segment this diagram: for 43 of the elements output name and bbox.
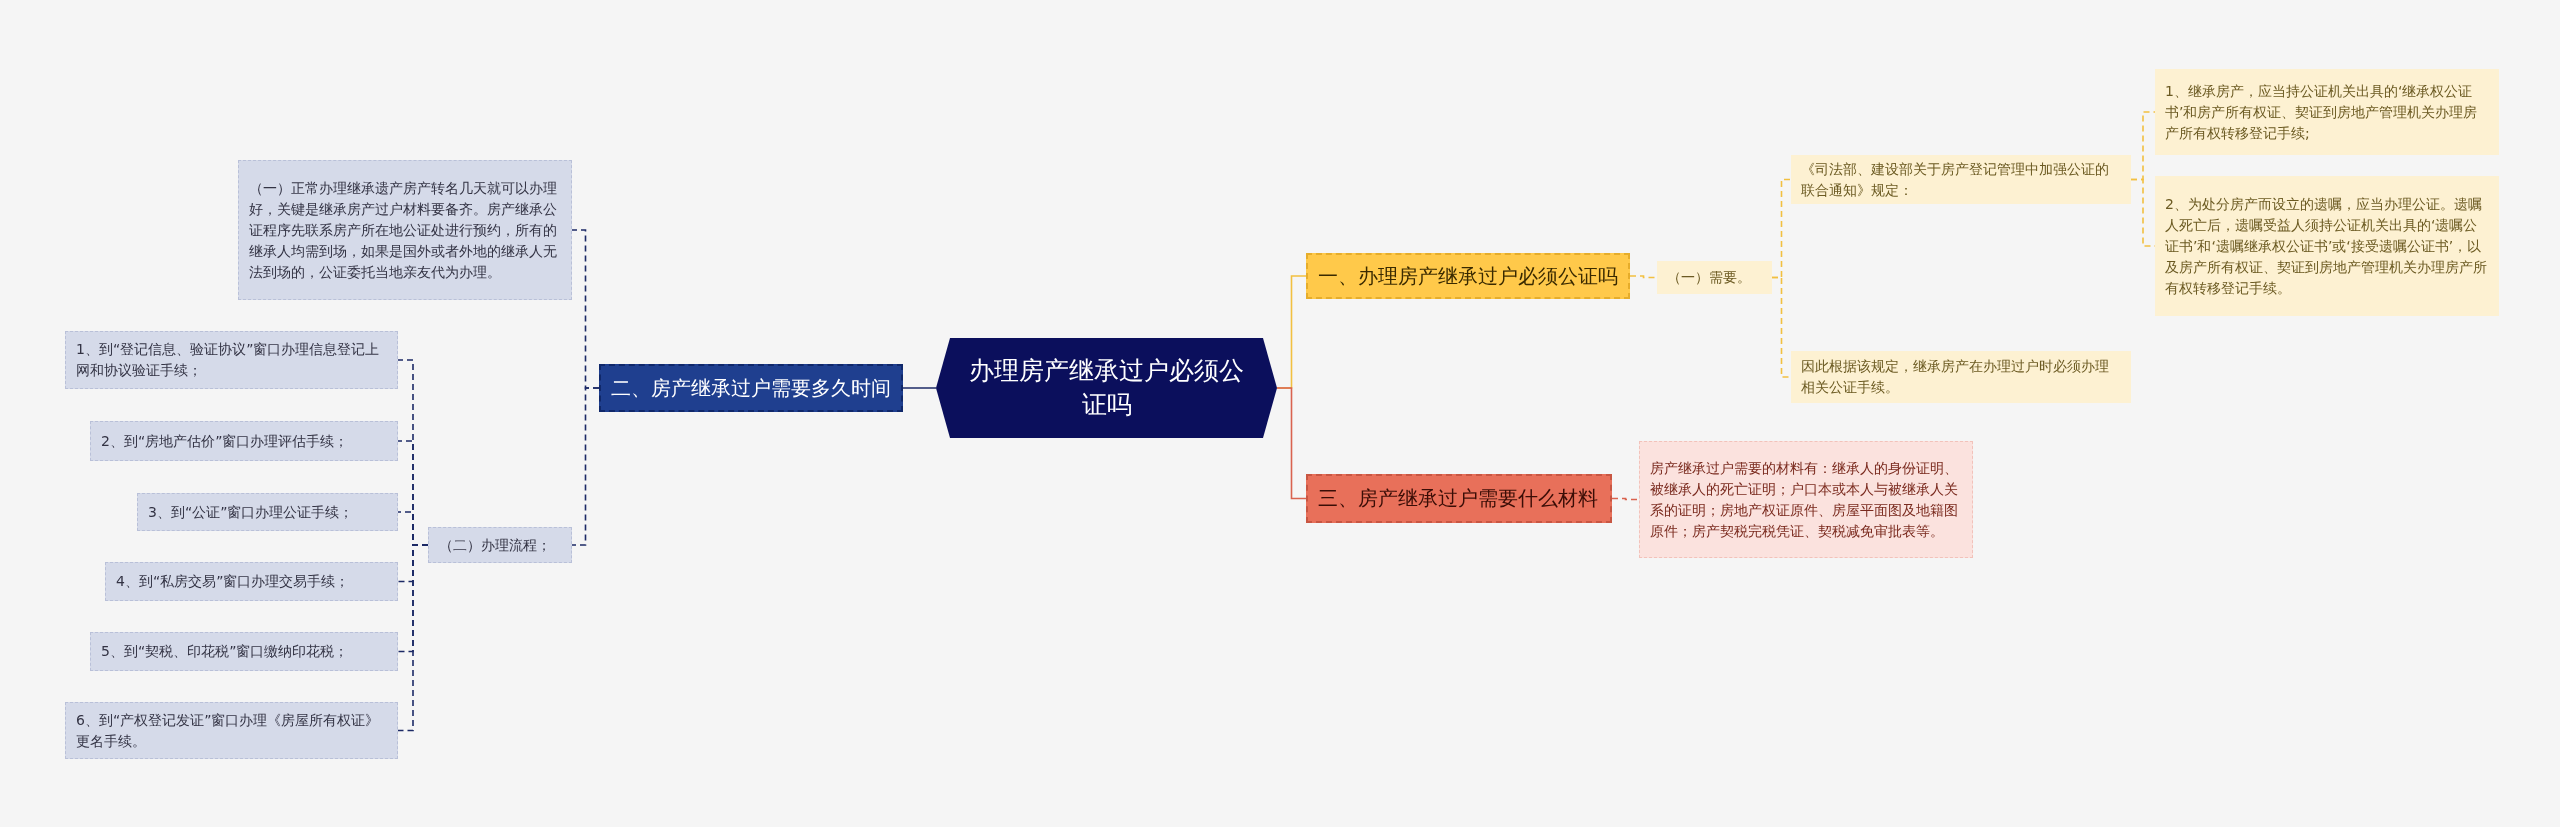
note-box <box>90 421 398 461</box>
note-box <box>137 493 398 531</box>
note-text: 因此根据该规定，继承房产在办理过户时必须办理相关公证手续。 <box>1801 357 2110 397</box>
topic-box <box>599 364 903 412</box>
topic-box <box>1306 474 1612 523</box>
note-box <box>1657 261 1772 294</box>
note-box <box>1791 155 2131 204</box>
note-box <box>1791 351 2131 403</box>
note-text: （二）办理流程； <box>439 535 552 555</box>
root-topic-hexagon <box>936 338 1277 438</box>
note-box <box>90 632 398 671</box>
note-text: 1、继承房产，应当持公证机关出具的‘继承权公证书’和房产所有权证、契证到房地产管理机关办理房产所有权转移登记手续; <box>2165 81 2479 143</box>
topic-label: 一、办理房产继承过户必须公证吗 <box>1318 262 1618 290</box>
note-text: 4、到“私房交易”窗口办理交易手续； <box>116 572 351 591</box>
note-box <box>1639 441 1973 558</box>
note-text: （一）需要。 <box>1667 268 1752 287</box>
connector-line <box>1771 276 1792 378</box>
note-text: 3、到“公证”窗口办理公证手续； <box>148 502 355 522</box>
note-box <box>105 562 398 601</box>
note-text: 5、到“契税、印花税”窗口缴纳印花税； <box>101 642 350 661</box>
note-box <box>65 331 398 389</box>
note-text: 2、到“房地产估价”窗口办理评估手续； <box>101 431 350 451</box>
connector-line <box>1276 387 1307 500</box>
connector-line <box>571 387 600 546</box>
connector-line <box>1629 275 1658 279</box>
note-box <box>238 160 572 300</box>
note-text: 6、到“产权登记发证”窗口办理《房屋所有权证》更名手续。 <box>76 710 381 751</box>
note-text: 2、为处分房产而设立的遗嘱，应当办理公证。遗嘱人死亡后，遗嘱受益人须持公证机关出具的‘遗嘱公证书’和‘遗嘱继承权公证书’或‘接受遗嘱公证书’，以及房产所有权证、契证到房地产管理机关办理房产所有权转移登记手续。 <box>2165 194 2488 298</box>
note-box <box>2155 176 2499 316</box>
note-box <box>428 527 572 563</box>
note-box <box>65 702 398 759</box>
topic-label: 二、房产继承过户需要多久时间 <box>611 374 891 402</box>
topic-label: 三、房产继承过户需要什么材料 <box>1318 485 1599 512</box>
connector-line <box>397 544 429 732</box>
note-text: 1、到“登记信息、验证协议”窗口办理信息登记上网和协议验证手续； <box>76 340 381 380</box>
note-text: 《司法部、建设部关于房产登记管理中加强公证的联合通知》规定： <box>1801 159 2110 200</box>
note-text: 房产继承过户需要的材料有：继承人的身份证明、被继承人的死亡证明；户口本或本人与被继承人关系的证明；房地产权证原件、房屋平面图及地籍图原件；房产契税完税凭证、契税减免审批表等。 <box>1650 458 1959 541</box>
note-box <box>2155 69 2499 155</box>
connector-line <box>902 387 937 389</box>
topic-box <box>1306 253 1630 299</box>
connector-line <box>1611 497 1640 501</box>
root-title: 办理房产继承过户必须公证吗 <box>968 355 1245 421</box>
note-text: （一）正常办理继承遗产房产转名几天就可以办理好，关键是继承房产过户材料要备齐。房产继承公证程序先联系房产所在地公证处进行预约，所有的继承人均需到场，如果是国外或者外地的继承人无法到场的，公证委托当地亲友代为办理。 <box>249 178 558 282</box>
